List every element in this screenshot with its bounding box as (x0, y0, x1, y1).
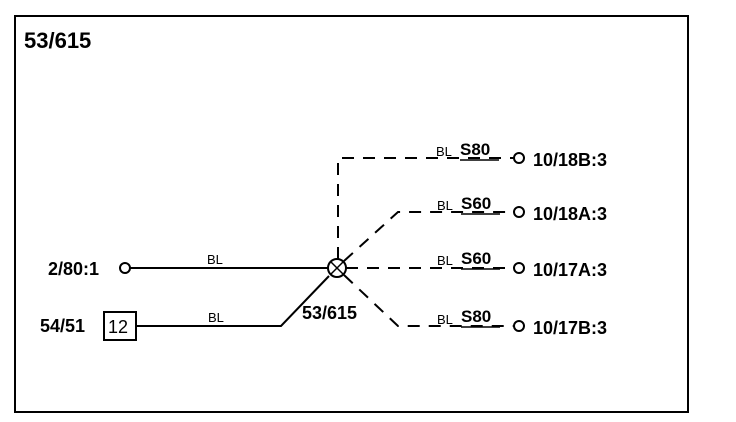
right-connection-10-17A-3: BL S60 10/17A:3 (346, 249, 607, 280)
wire-color-label: BL (437, 312, 453, 327)
variant-label: S60 (461, 249, 491, 268)
wire-color-label: BL (207, 252, 223, 267)
terminal-circle (513, 206, 525, 218)
terminal-circle (119, 262, 131, 274)
connector-label: 10/17B:3 (533, 318, 607, 338)
connector-box-number: 12 (108, 317, 128, 337)
terminal-circle (513, 320, 525, 332)
terminal-circle (513, 152, 525, 164)
wire-line (343, 274, 514, 327)
diagram-frame (14, 15, 689, 413)
terminal-circle (513, 262, 525, 274)
variant-label: S80 (461, 307, 491, 326)
right-connection-10-18A-3: BL S60 10/18A:3 (343, 194, 607, 262)
left-connection-54-51: 54/51 12 BL (40, 275, 330, 341)
connector-label: 54/51 (40, 316, 85, 336)
variant-label: S80 (460, 140, 490, 159)
wire-color-label: BL (208, 310, 224, 325)
splice-cross-b (330, 261, 344, 275)
wire-color-label: BL (437, 198, 453, 213)
connector-label: 2/80:1 (48, 259, 99, 279)
wire-line (136, 275, 330, 327)
wire-line (337, 157, 514, 259)
splice-53-615: 53/615 (302, 258, 357, 323)
wire-color-label: BL (436, 144, 452, 159)
connector-label: 10/17A:3 (533, 260, 607, 280)
wire-line (343, 211, 514, 262)
right-connection-10-17B-3: BL S80 10/17B:3 (343, 274, 607, 338)
wire-color-label: BL (437, 253, 453, 268)
connector-label: 10/18A:3 (533, 204, 607, 224)
right-connection-10-18B-3: BL S80 10/18B:3 (337, 140, 607, 259)
connector-label: 10/18B:3 (533, 150, 607, 170)
diagram-title: 53/615 (24, 28, 91, 53)
splice-label: 53/615 (302, 303, 357, 323)
variant-label: S60 (461, 194, 491, 213)
left-connection-2-80-1: 2/80:1 BL (48, 252, 328, 279)
